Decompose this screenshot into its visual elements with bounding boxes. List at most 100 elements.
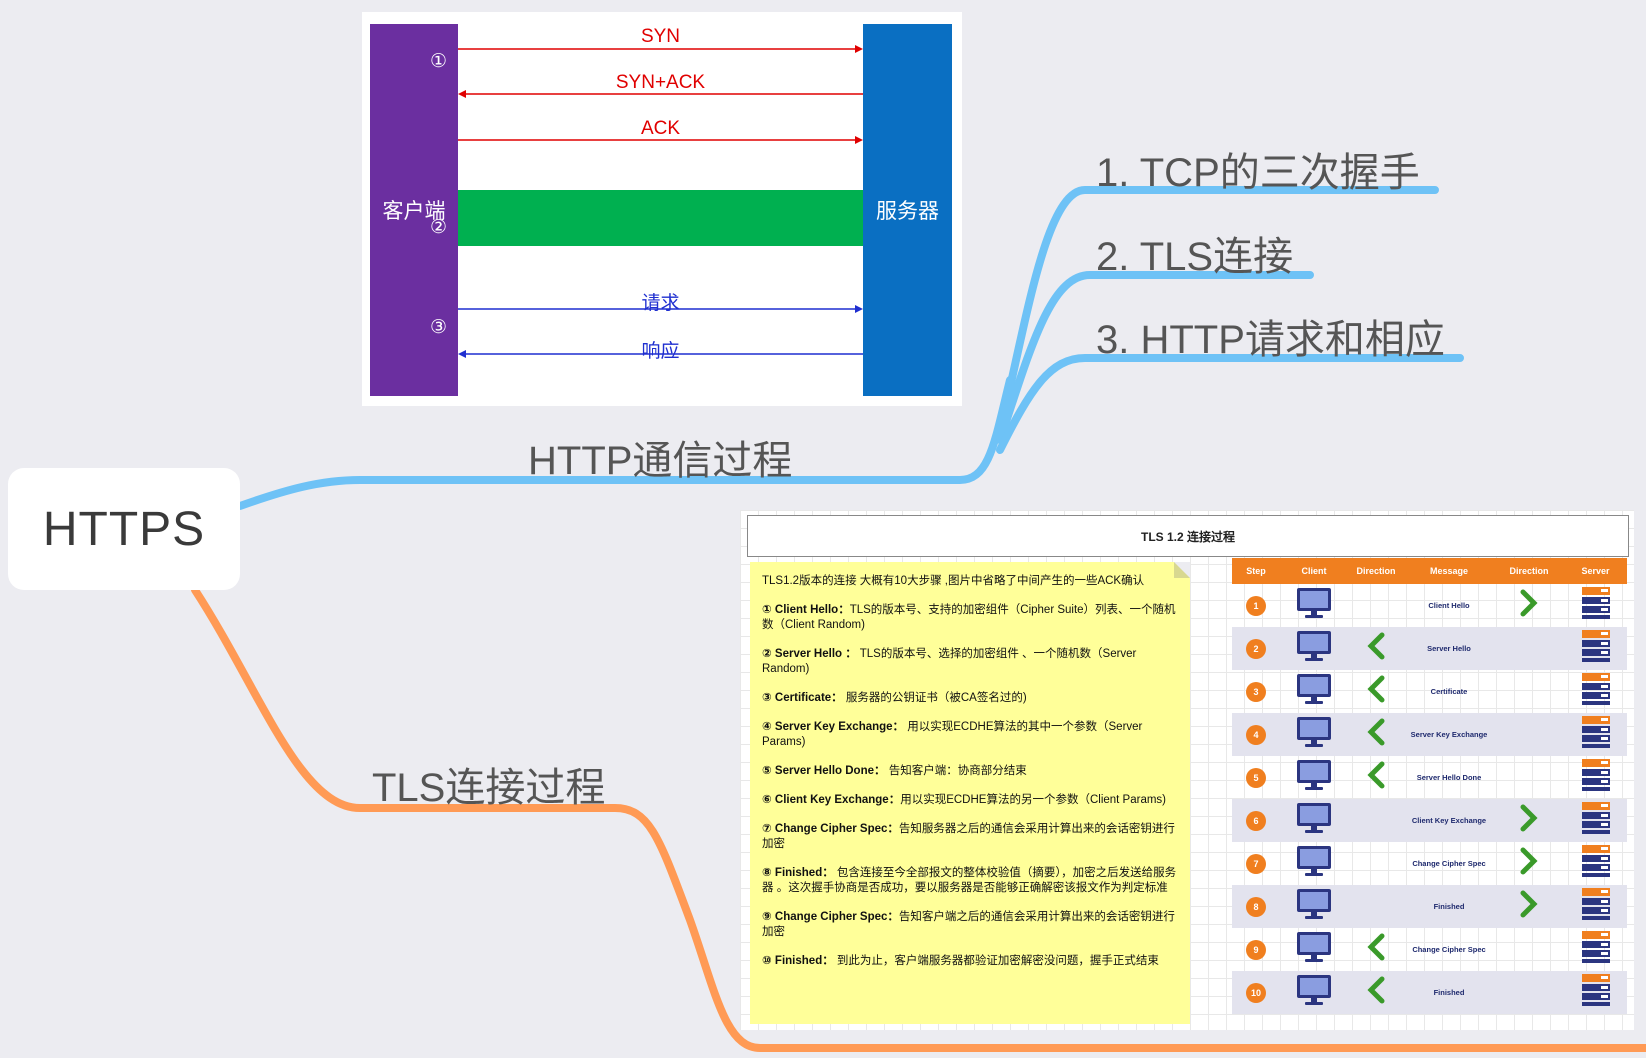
tls-note-text: 告知服务器之后的通信会采用计算出来的会话密钥进行加密 <box>762 823 1175 850</box>
subtopic-tls-connection[interactable]: 2. TLS连接 <box>1096 235 1294 279</box>
connector-tcp <box>996 186 1439 434</box>
tls-steps-table: Step Client Direction Message Direction … <box>1232 558 1627 1014</box>
step-badge: 2 <box>1246 638 1266 659</box>
client-monitor-icon <box>1296 673 1332 710</box>
client-monitor-icon <box>1296 974 1332 1011</box>
tls-note-text: TLS的版本号、选择的加密组件 、一个随机数（Server Random) <box>762 648 1137 675</box>
tls-note-text: 到此为止，客户端服务器都验证加密解密没问题，握手正式结束 <box>836 955 1159 967</box>
step-badge: 7 <box>1246 853 1266 874</box>
message-label: Client Key Exchange <box>1411 816 1487 825</box>
tls-note-text: 告知客户端：协商部分结束 <box>888 765 1027 777</box>
tcp-handshake-image: 客户端 服务器 ① ② ③ SYN SYN+ACK ACK 请求 响应 <box>362 12 962 406</box>
server-rack-icon <box>1581 887 1611 926</box>
message-label: Server Hello <box>1427 644 1471 653</box>
client-monitor-icon <box>1296 716 1332 753</box>
step-badge: 10 <box>1246 982 1266 1003</box>
tls-note-title: ⑧ Finished： <box>762 867 837 879</box>
header-message: Message <box>1429 566 1469 576</box>
client-monitor-icon <box>1296 630 1332 667</box>
tls-note-text: 用以实现ECDHE算法的其中一个参数（Server Params) <box>762 721 1143 748</box>
message-label: Finished <box>1433 988 1465 997</box>
arrowhead-ack <box>855 136 863 144</box>
tls-notes-list: ① Client Hello：TLS的版本号、支持的加密组件（Cipher Su… <box>762 603 1178 969</box>
table-row: 9 Change Cipher Spec <box>1232 928 1627 971</box>
tls-note-intro: TLS1.2版本的连接 大概有10大步骤 ,图片中省略了中间产生的一些ACK确认 <box>762 575 1145 587</box>
step-badge: 9 <box>1246 939 1266 960</box>
message-label: Change Cipher Spec <box>1412 945 1486 954</box>
tcp-client-bar: 客户端 <box>370 24 458 396</box>
tls-note-text: 包含连接至今全部报文的整体校验值（摘要），加密之后发送给服务器 。这次握手协商是… <box>762 867 1177 894</box>
server-rack-icon <box>1581 930 1611 969</box>
tls-sticky-note: TLS1.2版本的连接 大概有10大步骤 ,图片中省略了中间产生的一些ACK确认… <box>750 562 1190 1024</box>
tls-title: TLS 1.2 连接过程 <box>747 515 1629 557</box>
client-monitor-icon <box>1296 802 1332 839</box>
tls-note-item: ⑥ Client Key Exchange：用以实现ECDHE算法的另一个参数（… <box>762 793 1178 808</box>
connector-tls-conn <box>996 271 1314 444</box>
tls-process-image: TLS 1.2 连接过程 TLS1.2版本的连接 大概有10大步骤 ,图片中省略… <box>740 510 1634 1030</box>
server-rack-icon <box>1581 758 1611 797</box>
tcp-server-bar: 服务器 <box>863 24 952 396</box>
tls-table-header: Step Client Direction Message Direction … <box>1232 558 1627 584</box>
arrow-right-icon <box>1520 847 1538 880</box>
server-rack-icon <box>1581 844 1611 883</box>
tls-note-text: 服务器的公钥证书（被CA签名过的) <box>845 692 1027 704</box>
table-row: 1 Client Hello <box>1232 584 1627 627</box>
client-monitor-icon <box>1296 845 1332 882</box>
step-badge: 3 <box>1246 681 1266 702</box>
connector-root-tls <box>191 586 1646 1052</box>
arrow-left-icon <box>1367 933 1385 966</box>
tls-note-item: ② Server Hello ： TLS的版本号、选择的加密组件 、一个随机数（… <box>762 647 1178 677</box>
arrow-right-icon <box>1520 804 1538 837</box>
connector-http-req <box>996 354 1464 454</box>
message-label: Certificate <box>1430 687 1468 696</box>
tls-note-text: 告知客户端之后的通信会采用计算出来的会话密钥进行加密 <box>762 911 1175 938</box>
tls-note-title: ⑦ Change Cipher Spec： <box>762 823 899 835</box>
client-monitor-icon <box>1296 587 1332 624</box>
tcp-marker-3: ③ <box>430 317 448 338</box>
tcp-msg-syn: SYN <box>640 26 681 47</box>
root-node-https[interactable]: HTTPS <box>8 468 240 590</box>
tls-note-item: ⑧ Finished： 包含连接至今全部报文的整体校验值（摘要），加密之后发送给… <box>762 866 1178 896</box>
step-badge: 1 <box>1246 595 1266 616</box>
client-monitor-icon <box>1296 931 1332 968</box>
subtopic-http-request-response[interactable]: 3. HTTP请求和相应 <box>1096 318 1445 362</box>
tls-note-title: ⑩ Finished： <box>762 955 837 967</box>
note-fold-corner <box>1174 562 1190 578</box>
step-badge: 6 <box>1246 810 1266 831</box>
tcp-msg-ack: ACK <box>640 118 681 139</box>
tls-note-title: ⑤ Server Hello Done： <box>762 765 889 777</box>
step-badge: 4 <box>1246 724 1266 745</box>
subtopic-tcp-handshake[interactable]: 1. TCP的三次握手 <box>1096 151 1420 195</box>
server-rack-icon <box>1581 629 1611 668</box>
arrowhead-synack <box>458 90 466 98</box>
tls-table-rows: 1 Client Hello 2 Server Hello 3 Certificate 4 S… <box>1232 584 1627 1014</box>
tcp-client-label: 客户端 <box>382 200 446 223</box>
server-rack-icon <box>1581 715 1611 754</box>
tls-note-title: ④ Server Key Exchange： <box>762 721 905 733</box>
branch-http-communication[interactable]: HTTP通信过程 <box>528 439 793 483</box>
tls-note-title: ⑥ Client Key Exchange： <box>762 794 901 806</box>
tls-note-item: ⑨ Change Cipher Spec：告知客户端之后的通信会采用计算出来的会… <box>762 910 1178 940</box>
tls-note-item: ③ Certificate： 服务器的公钥证书（被CA签名过的) <box>762 691 1178 706</box>
tls-note-text: 用以实现ECDHE算法的另一个参数（Client Params) <box>900 794 1167 806</box>
server-rack-icon <box>1581 801 1611 840</box>
header-direction-2: Direction <box>1509 566 1549 576</box>
root-label: HTTPS <box>42 502 206 556</box>
message-label: Client Hello <box>1428 601 1470 610</box>
arrow-left-icon <box>1367 718 1385 751</box>
table-row: 10 Finished <box>1232 971 1627 1014</box>
arrow-right-icon <box>1520 890 1538 923</box>
tls-note-item: ④ Server Key Exchange： 用以实现ECDHE算法的其中一个参… <box>762 720 1178 750</box>
tcp-msg-synack: SYN+ACK <box>615 72 706 93</box>
header-client: Client <box>1301 566 1327 576</box>
table-row: 3 Certificate <box>1232 670 1627 713</box>
branch-tls-process[interactable]: TLS连接过程 <box>372 766 606 810</box>
tcp-marker-1: ① <box>430 51 448 72</box>
table-row: 6 Client Key Exchange <box>1232 799 1627 842</box>
arrowhead-request <box>855 305 863 313</box>
arrow-right-icon <box>1520 589 1538 622</box>
message-label: Server Key Exchange <box>1410 730 1488 739</box>
